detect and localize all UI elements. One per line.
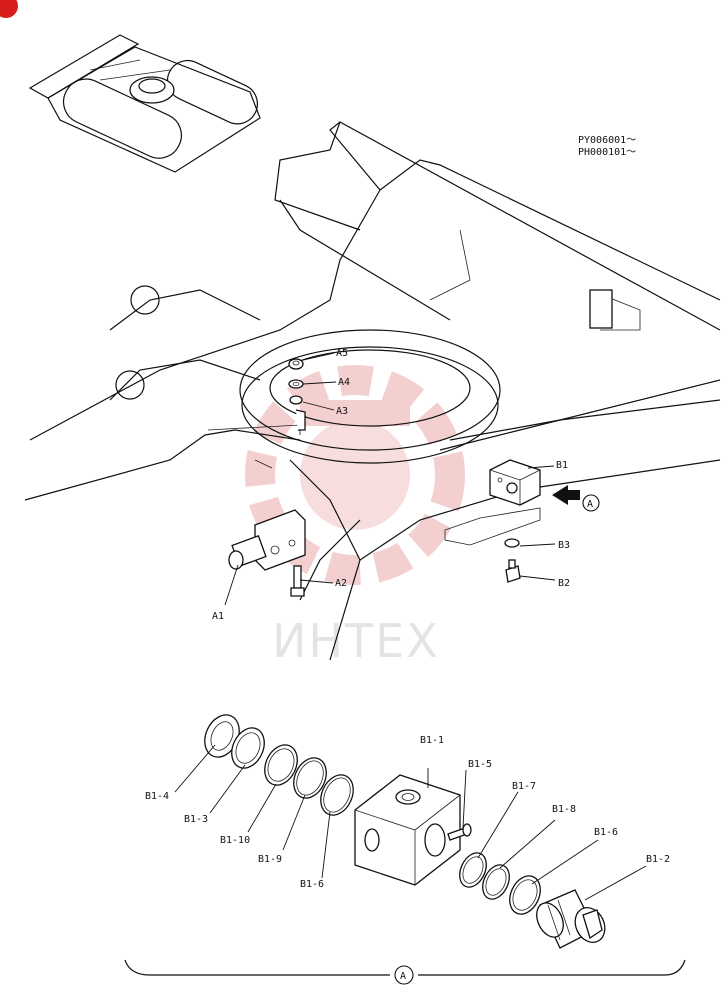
view-a-arrow-icon [552, 485, 580, 505]
view-a-marker-top: A [582, 494, 600, 512]
part-a3-bracket [289, 395, 306, 431]
label-b1-2: B1-2 [646, 854, 670, 865]
label-b1-4: B1-4 [145, 791, 169, 802]
view-a-marker-bottom: A [394, 965, 414, 985]
part-b2-bolt [505, 559, 521, 583]
label-b1-7: B1-7 [512, 781, 536, 792]
part-b1-1-block [354, 774, 461, 886]
label-b3: B3 [558, 540, 570, 551]
part-b1-10-ring [264, 744, 298, 786]
label-b1-6-right: B1-6 [594, 827, 618, 838]
part-a4-washer [288, 379, 304, 389]
part-b1-8-ring [482, 864, 510, 900]
label-a3: A3 [336, 406, 348, 417]
label-b1-8: B1-8 [552, 804, 576, 815]
part-b1-5-screw [447, 823, 472, 841]
label-b2: B2 [558, 578, 570, 589]
undercarriage-frame [24, 121, 721, 661]
label-a5: A5 [336, 348, 348, 359]
part-b1-block [489, 459, 541, 506]
part-a5-nut [288, 358, 304, 370]
label-b1: B1 [556, 460, 568, 471]
label-b1-6-left: B1-6 [300, 879, 324, 890]
serial-range-1: PY006001～ [578, 135, 636, 146]
part-b1-3-ring [231, 727, 265, 769]
part-b1-9-o-ring [293, 757, 327, 799]
watermark-logo-icon [245, 365, 465, 585]
part-a2-bolt [290, 565, 305, 597]
view-a-brace [124, 959, 686, 976]
part-a1-valve [228, 509, 306, 571]
part-b1-6-o-ring-left [320, 774, 354, 816]
serial-range-2: PH000101～ [578, 147, 636, 158]
label-a1: A1 [212, 611, 224, 622]
label-b1-5: B1-5 [468, 759, 492, 770]
part-b1-6-o-ring-right [509, 875, 541, 915]
svg-text:A: A [587, 499, 593, 510]
label-b1-10: B1-10 [220, 835, 250, 846]
label-b1-1: B1-1 [420, 735, 444, 746]
label-a2: A2 [335, 578, 347, 589]
svg-text:A: A [400, 971, 406, 982]
watermark-text: ИНТЕХ [272, 614, 440, 668]
part-b1-2-plug [536, 889, 606, 949]
corner-badge-icon [0, 0, 18, 18]
part-b3-washer [504, 538, 520, 548]
machine-thumbnail [28, 34, 261, 173]
label-a4: A4 [338, 377, 350, 388]
label-b1-9: B1-9 [258, 854, 282, 865]
label-b1-3: B1-3 [184, 814, 208, 825]
